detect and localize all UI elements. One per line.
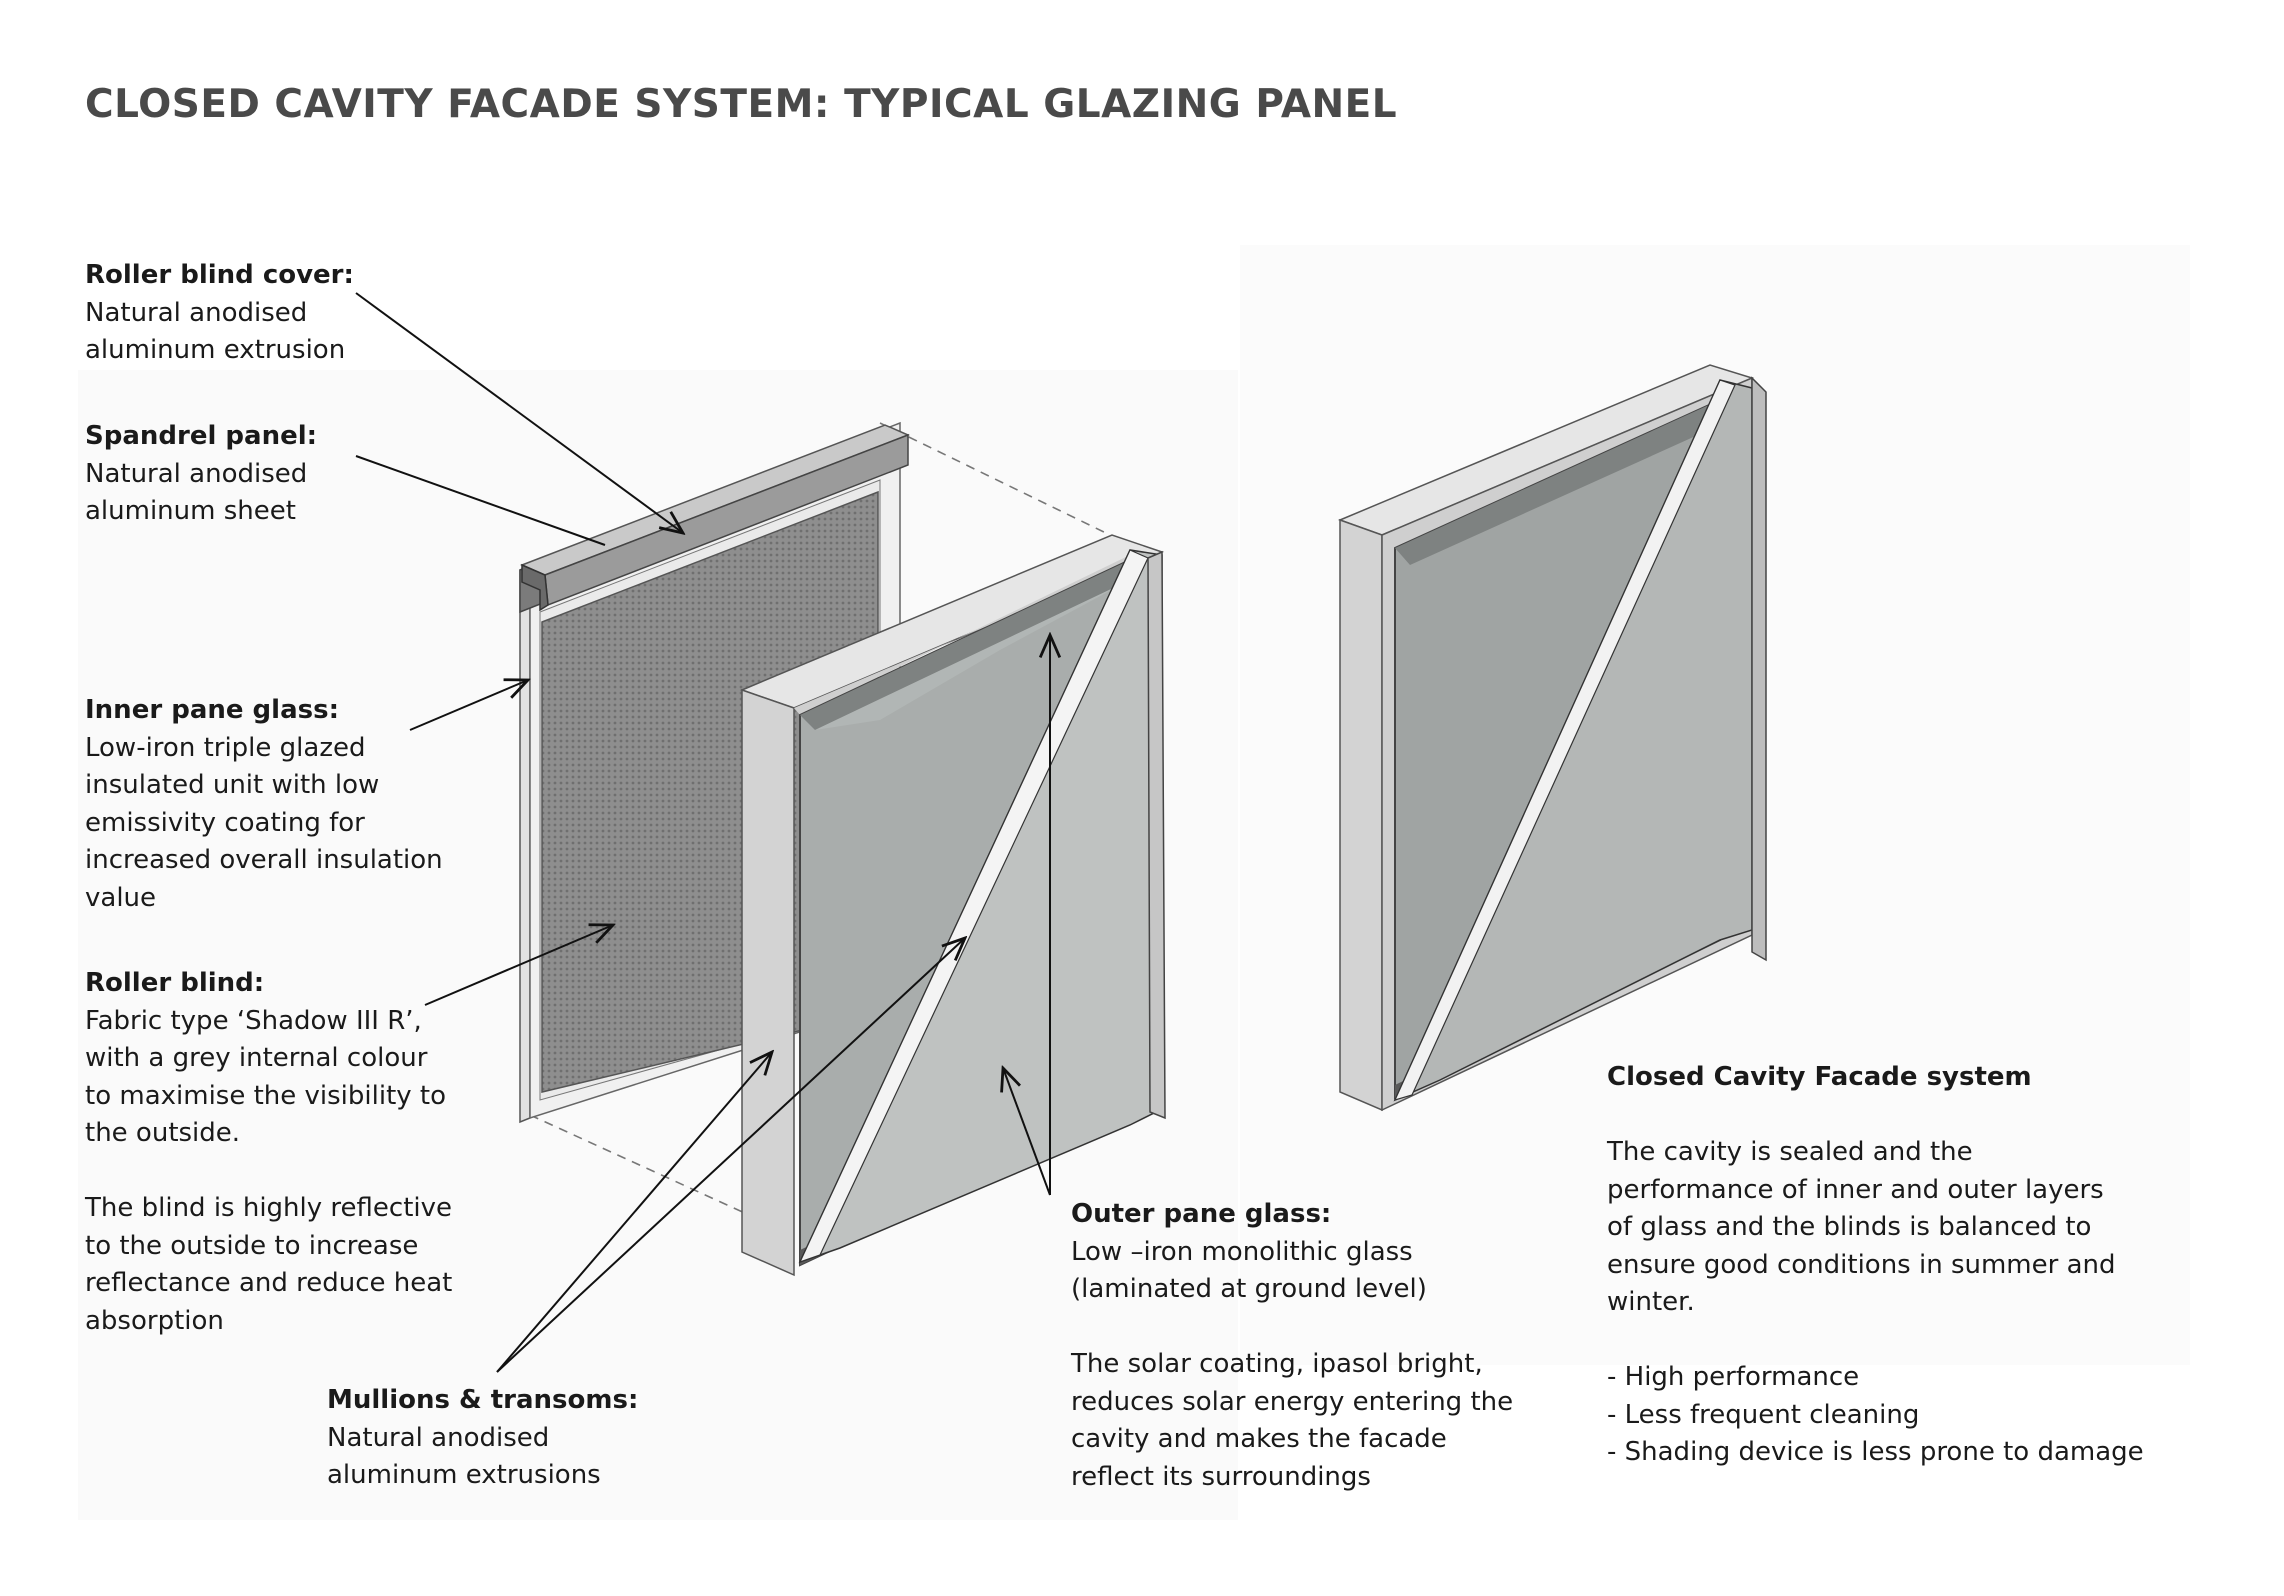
callout-line: value <box>85 882 157 913</box>
callout-line: Natural anodised <box>85 458 308 489</box>
leader-inner-pane-glass <box>409 680 528 731</box>
leader-mullion-2 <box>496 938 965 1373</box>
callout-line: to maximise the visibility to <box>85 1080 447 1111</box>
callout-line: the outside. <box>85 1118 241 1148</box>
callout-heading: Roller blind: <box>85 968 265 998</box>
callout-line: aluminum extrusion <box>85 335 346 365</box>
leader-mullion-1 <box>496 1052 772 1373</box>
callout-line: reflect its surroundings <box>1071 1461 1371 1492</box>
callout-heading: Outer pane glass: <box>1071 1199 1332 1229</box>
callout-heading: Mullions & transoms: <box>327 1385 639 1415</box>
callout-line: cavity and makes the facade <box>1071 1424 1447 1454</box>
callout-line: (laminated at ground level) <box>1071 1274 1427 1304</box>
callout-line: The solar coating, ipasol bright, <box>1071 1349 1483 1379</box>
callout-roller-blind-cover: Roller blind cover: Natural anodised alu… <box>85 257 354 370</box>
callout-line: - Shading device is less prone to damage <box>1607 1437 2144 1467</box>
callout-line: - High performance <box>1607 1362 1860 1392</box>
callout-line: ensure good conditions in summer and <box>1607 1249 2116 1280</box>
callout-heading: Roller blind cover: <box>85 260 354 290</box>
callout-line: increased overall insulation <box>85 845 443 875</box>
callout-line: Natural anodised <box>85 297 308 328</box>
exploded-panel <box>519 421 1166 1277</box>
callout-line: Low –iron monolithic glass <box>1071 1236 1413 1267</box>
callout-line: with a grey internal colour <box>85 1043 428 1073</box>
callout-line: absorption <box>85 1305 224 1336</box>
callout-line: of glass and the blinds is balanced to <box>1607 1212 2092 1242</box>
callout-outer-pane-glass: Outer pane glass: Low –iron monolithic g… <box>1071 1196 1513 1496</box>
callout-line: aluminum sheet <box>85 496 296 526</box>
callout-line: emissivity coating for <box>85 807 365 838</box>
outer-pane-frame <box>739 534 1166 1277</box>
callout-line: Low-iron triple glazed <box>85 732 366 763</box>
callout-line: Fabric type ‘Shadow III R’, <box>85 1005 422 1036</box>
callout-heading: Spandrel panel: <box>85 421 318 451</box>
page-title: CLOSED CAVITY FACADE SYSTEM: TYPICAL GLA… <box>85 82 1398 127</box>
leader-lines <box>355 292 1051 1373</box>
callout-line: reduces solar energy entering the <box>1071 1386 1514 1417</box>
callout-mullions-transoms: Mullions & transoms: Natural anodised al… <box>327 1382 638 1495</box>
callout-line: The cavity is sealed and the <box>1607 1137 1973 1167</box>
callout-roller-blind: Roller blind: Fabric type ‘Shadow III R’… <box>85 965 452 1340</box>
leader-outer-pane-2 <box>1003 1068 1051 1196</box>
callout-line: insulated unit with low <box>85 770 380 800</box>
leader-spandrel-panel <box>355 455 606 546</box>
callout-heading: Closed Cavity Facade system <box>1607 1062 2032 1092</box>
callout-line: - Less frequent cleaning <box>1607 1399 1920 1430</box>
assembled-panel <box>1337 364 1767 1112</box>
leader-roller-blind-cover <box>355 292 683 533</box>
callout-line: aluminum extrusions <box>327 1460 601 1490</box>
callout-heading: Inner pane glass: <box>85 695 339 725</box>
callout-line: reflectance and reduce heat <box>85 1268 453 1298</box>
leader-roller-blind <box>424 925 613 1006</box>
callout-line: winter. <box>1607 1287 1695 1317</box>
callout-line: Natural anodised <box>327 1422 550 1453</box>
roller-blind-cover <box>520 424 910 612</box>
callout-line: The blind is highly reflective <box>85 1193 452 1223</box>
callout-inner-pane-glass: Inner pane glass: Low-iron triple glazed… <box>85 692 443 917</box>
callout-spandrel-panel: Spandrel panel: Natural anodised aluminu… <box>85 418 317 531</box>
callout-ccf-system: Closed Cavity Facade system The cavity i… <box>1607 1059 2144 1472</box>
callout-line: performance of inner and outer layers <box>1607 1174 2104 1205</box>
callout-line: to the outside to increase <box>85 1230 419 1261</box>
